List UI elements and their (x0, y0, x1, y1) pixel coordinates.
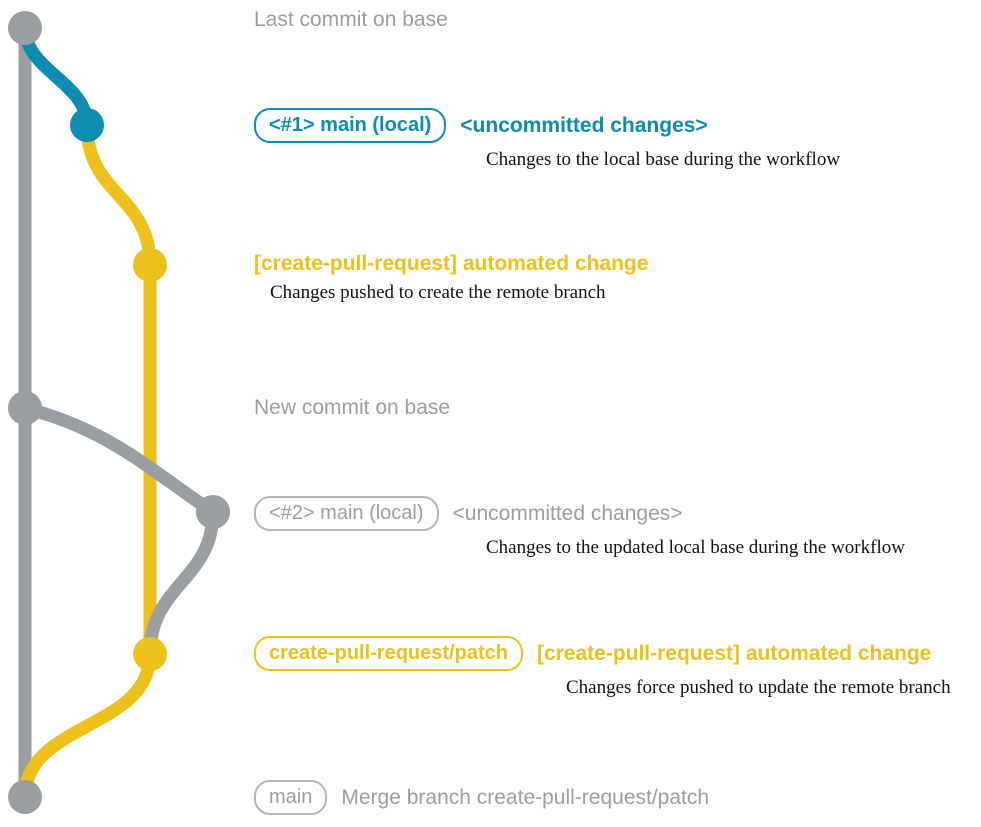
branch-label-create-pull-request-patch[interactable]: create-pull-request/patch (254, 636, 523, 671)
commit-row-head: <#2> main (local) <uncommitted changes> (254, 496, 683, 531)
branch-label-local-1[interactable]: <#1> main (local) (254, 108, 447, 143)
commit-row-last-commit-on-base: Last commit on base (254, 8, 448, 32)
commit-subject: [create-pull-request] automated change (254, 252, 649, 275)
commit-row-local-uncommitted-1: <#1> main (local) <uncommitted changes> … (254, 108, 840, 171)
edge-remote2-to-merge (18, 647, 157, 804)
edge-base-to-local1 (18, 21, 94, 132)
node-local-2 (196, 495, 230, 529)
commit-row-head: New commit on base (254, 396, 450, 420)
commit-description: Changes to the updated local base during… (486, 537, 905, 558)
commit-row-new-commit-on-base: New commit on base (254, 396, 450, 420)
branch-label-local-2[interactable]: <#2> main (local) (254, 496, 439, 531)
commit-nodes (8, 11, 230, 814)
commit-row-head: main Merge branch create-pull-request/pa… (254, 780, 709, 815)
commit-row-head: Last commit on base (254, 8, 448, 32)
node-local-1 (70, 108, 104, 142)
edge-local1-to-remote1 (80, 118, 157, 272)
commit-subject: Last commit on base (254, 8, 448, 31)
edge-local2-to-remote2 (143, 505, 220, 661)
commit-subject: New commit on base (254, 396, 451, 419)
commit-description: Changes pushed to create the remote bran… (270, 282, 606, 303)
commit-row-remote-automated-change-1: [create-pull-request] automated change C… (254, 252, 648, 304)
commit-row-remote-automated-change-2: create-pull-request/patch [create-pull-r… (254, 636, 951, 699)
node-base-new (8, 391, 42, 425)
commit-row-head: create-pull-request/patch [create-pull-r… (254, 636, 931, 671)
edge-basenew-to-local2 (18, 401, 220, 519)
commit-subject: [create-pull-request] automated change (536, 641, 932, 665)
commit-subject: <uncommitted changes> (460, 113, 708, 137)
commit-subject: Merge branch create-pull-request/patch (341, 785, 710, 809)
commit-description: Changes to the local base during the wor… (486, 149, 841, 170)
commit-description: Changes force pushed to update the remot… (566, 677, 951, 698)
commit-row-head: [create-pull-request] automated change (254, 252, 648, 276)
node-remote-2 (133, 637, 167, 671)
commit-row-head: <#1> main (local) <uncommitted changes> (254, 108, 708, 143)
node-base-top (8, 11, 42, 45)
commit-row-local-uncommitted-2: <#2> main (local) <uncommitted changes> … (254, 496, 905, 559)
commit-row-merge-commit: main Merge branch create-pull-request/pa… (254, 780, 709, 815)
node-base-merge (8, 780, 42, 814)
commit-subject: <uncommitted changes> (452, 501, 683, 525)
node-remote-1 (133, 248, 167, 282)
branch-label-main[interactable]: main (254, 780, 328, 815)
